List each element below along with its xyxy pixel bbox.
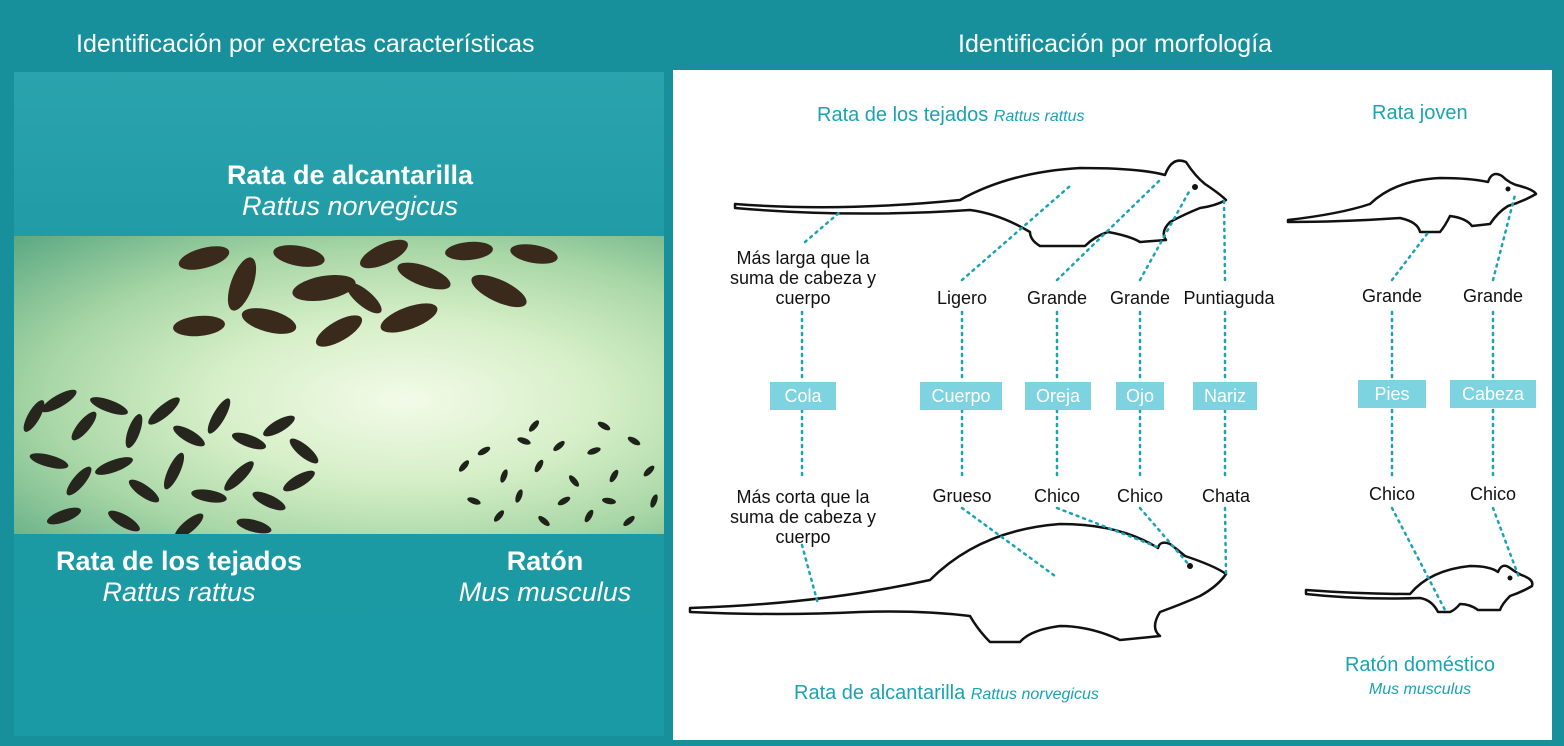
mouse-label: Ratón Mus musculus [440, 546, 650, 608]
feature-oreja: Oreja [1025, 382, 1091, 410]
sewer-rat-outline [688, 522, 1228, 644]
connector-ojo-bottom [1138, 506, 1192, 568]
connector-pies-bottom [1390, 506, 1447, 612]
house-mouse-title: Ratón doméstico Mus musculus [1330, 654, 1510, 700]
trait-bottom-pies: Chico [1368, 484, 1416, 504]
connector-cabeza-top [1491, 193, 1517, 282]
roof-rat-label: Rata de los tejados Rattus rattus [24, 546, 334, 608]
roof-rat-name: Rata de los tejados [55, 546, 303, 576]
connector-oreja-top [1055, 178, 1162, 282]
sewer-rat-title-name: Rata de alcantarilla [794, 682, 966, 704]
feature-cabeza: Cabeza [1450, 380, 1536, 408]
sewer-rat-name: Rata de alcantarilla [226, 160, 474, 190]
feature-cuerpo: Cuerpo [920, 382, 1002, 410]
feature-pies: Pies [1358, 380, 1426, 408]
feature-cola: Cola [770, 382, 836, 410]
connector-ojo-top [1138, 188, 1192, 282]
house-mouse-outline [1304, 564, 1534, 614]
trait-top-nariz: Puntiaguda [1183, 288, 1275, 308]
trait-bottom-cabeza: Chico [1469, 484, 1517, 504]
trait-bottom-ojo: Chico [1116, 486, 1164, 506]
connector-pies-top [1390, 228, 1432, 282]
sewer-rat-title-latin: Rattus norvegicus [970, 686, 1099, 703]
trait-bottom-oreja: Chico [1033, 486, 1081, 506]
connector-nariz-bottom [1223, 506, 1228, 576]
roof-rat-outline [733, 159, 1228, 248]
header-morfologia: Identificación por morfología [958, 30, 1273, 58]
roof-rat-title: Rata de los tejados Rattus rattus [817, 104, 1085, 127]
feature-ojo: Ojo [1116, 382, 1164, 410]
roof-rat-title-name: Rata de los tejados [817, 104, 989, 126]
trait-bottom-nariz: Chata [1201, 486, 1251, 506]
connector-nariz-top [1222, 198, 1227, 282]
connector-cuerpo-top [960, 184, 1072, 282]
droppings-illustration [23, 239, 658, 534]
trait-top-cabeza: Grande [1462, 286, 1524, 306]
trait-top-cola: Más larga que la suma de cabeza y cuerpo [729, 248, 877, 308]
droppings-photo [14, 236, 664, 534]
roof-rat-title-latin: Rattus rattus [993, 108, 1085, 125]
sewer-rat-label: Rata de alcantarilla Rattus norvegicus [180, 160, 520, 222]
header-excretas: Identificación por excretas característi… [76, 30, 535, 58]
connector-cuerpo-bottom [960, 506, 1057, 578]
house-mouse-title-latin: Mus musculus [1368, 681, 1472, 698]
sewer-rat-title: Rata de alcantarilla Rattus norvegicus [794, 682, 1099, 705]
sewer-rat-latin: Rattus norvegicus [241, 191, 459, 221]
connector-oreja-bottom [1055, 506, 1162, 550]
mouse-name: Ratón [506, 546, 584, 576]
young-rat-title: Rata joven [1372, 102, 1468, 124]
trait-top-ojo: Grande [1109, 288, 1171, 308]
trait-bottom-cola: Más corta que la suma de cabeza y cuerpo [729, 487, 877, 547]
young-rat-outline [1286, 172, 1538, 234]
trait-bottom-cuerpo: Grueso [932, 486, 992, 506]
connector-cabeza-bottom [1491, 506, 1522, 582]
trait-top-pies: Grande [1361, 286, 1423, 306]
mouse-latin: Mus musculus [458, 577, 632, 607]
trait-top-oreja: Grande [1026, 288, 1088, 308]
feature-nariz: Nariz [1193, 382, 1257, 410]
connector-cola-top [803, 210, 842, 244]
trait-top-cuerpo: Ligero [936, 288, 988, 308]
house-mouse-title-name: Ratón doméstico [1344, 654, 1496, 676]
connector-cola-bottom [800, 543, 820, 606]
roof-rat-latin: Rattus rattus [102, 577, 256, 607]
